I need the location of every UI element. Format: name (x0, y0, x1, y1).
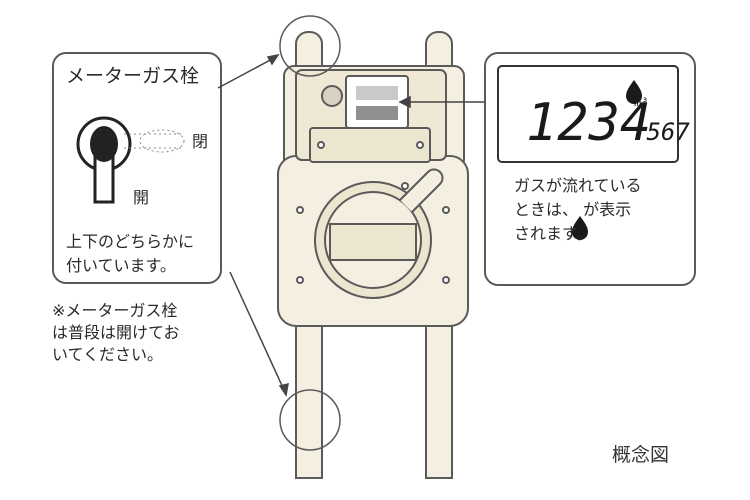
lcd-sub-digits: .567 (632, 118, 690, 146)
footnote: ※メーターガス栓 は普段は開けてお いてください。 (52, 301, 180, 364)
gas-meter (277, 65, 469, 327)
meter-handle (399, 168, 444, 213)
valve-note: 上下のどちらかに 付いています。 (66, 232, 195, 275)
valve-lever-illustration (76, 116, 185, 204)
valve-callout (52, 52, 222, 284)
caption: 概念図 (612, 444, 670, 466)
flame-icon (626, 80, 642, 104)
meter-button (321, 85, 343, 107)
lcd-display: 1234 .567 m³ (497, 65, 690, 163)
valve-bottom-highlight (279, 389, 341, 451)
valve-title: メーターガス栓 (66, 65, 200, 87)
flame-icon-inline (572, 216, 588, 240)
display-note: ガスが流れている ときは、 が表示 されます。 (514, 176, 642, 243)
callout-arrows (217, 53, 484, 397)
label-close: 閉 (192, 132, 209, 151)
label-open: 開 (133, 188, 150, 207)
valve-top-highlight (279, 15, 341, 77)
